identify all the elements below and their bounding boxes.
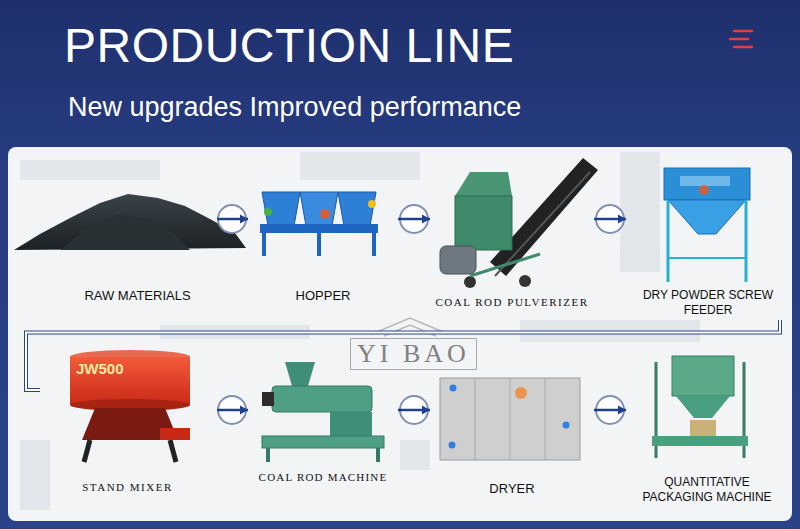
- process-step: QUANTITATIVE PACKAGING MACHINE: [628, 345, 786, 507]
- dryer-machine-part: [449, 442, 456, 449]
- arrow-head: [422, 215, 430, 224]
- screw-feeder-part: [745, 200, 748, 282]
- coal-rod-machine-part: [266, 448, 270, 462]
- faded-background-part: [20, 160, 160, 180]
- packaging-machine-part: [690, 420, 716, 436]
- step-label: COAL ROD PULVERIZER: [432, 294, 592, 312]
- arrow-head: [240, 215, 248, 224]
- menu-icon-part: [734, 30, 752, 33]
- menu-icon-part: [734, 46, 752, 49]
- process-step: STAND MIXER: [40, 345, 215, 497]
- coal-rod-machine-part: [285, 362, 315, 386]
- screw-feeder-part: [667, 200, 670, 282]
- step-label: HOPPER: [250, 286, 396, 306]
- coal-rod-machine: [262, 362, 384, 462]
- faded-background-part: [300, 152, 420, 180]
- process-step: DRY POWDER SCREW FEEDER: [628, 160, 788, 320]
- hopper-machine-part: [320, 209, 330, 219]
- process-step: DRYER: [432, 345, 592, 499]
- dryer-machine-part: [515, 387, 527, 399]
- watermark: YI BAO: [350, 338, 477, 370]
- dryer-machine-part: [450, 385, 457, 392]
- dryer-machine: [440, 378, 580, 460]
- pulverizer-machine-part: [519, 275, 531, 287]
- hopper-machine-part: [368, 200, 376, 208]
- coal-rod-machine-part: [376, 448, 380, 462]
- subtitle: New upgrades Improved performance: [68, 92, 521, 123]
- dryer-machine-part: [510, 378, 511, 460]
- coal-rod-machine-part: [330, 412, 372, 436]
- pulverizer-machine-part: [470, 254, 540, 276]
- process-step: RAW MATERIALS: [60, 160, 215, 306]
- menu-icon-part: [730, 38, 748, 41]
- dryer-machine-part: [545, 378, 546, 460]
- coal-rod-machine-part: [272, 386, 372, 412]
- hopper-machine-part: [372, 233, 376, 256]
- hopper-machine-part: [300, 192, 338, 226]
- white-panel: [8, 147, 792, 521]
- faded-background-part: [20, 440, 50, 510]
- page-title: PRODUCTION LINE: [64, 18, 514, 73]
- arrow-head: [240, 406, 248, 415]
- screw-feeder-part: [699, 185, 709, 195]
- step-label: QUANTITATIVE PACKAGING MACHINE: [628, 473, 786, 507]
- coal-pile: [14, 194, 246, 250]
- dryer-machine-part: [563, 422, 570, 429]
- coal-pile-part: [60, 214, 190, 250]
- menu-icon: [730, 31, 752, 47]
- process-step: COAL ROD MACHINE: [250, 345, 396, 487]
- coal-pile-part: [14, 194, 246, 250]
- hopper-machine-part: [264, 208, 272, 216]
- pulverizer-machine-part: [464, 276, 476, 288]
- hopper-machine-part: [338, 192, 376, 226]
- stand-mixer-part: [170, 440, 176, 462]
- faded-background-part: [400, 440, 430, 470]
- pulverizer-machine: [440, 158, 598, 288]
- model-mark: JW500: [76, 360, 124, 377]
- coal-rod-machine-part: [262, 436, 384, 448]
- screw-feeder-part: [668, 257, 746, 259]
- faded-background-part: [620, 152, 660, 272]
- arrow-head: [618, 215, 626, 224]
- arrow-circle: [218, 205, 624, 424]
- arrow-head: [618, 406, 626, 415]
- dryer-machine-part: [440, 378, 580, 460]
- screw-feeder-part: [664, 168, 750, 200]
- hopper-machine-part: [260, 224, 378, 233]
- pulverizer-machine-part: [440, 246, 476, 274]
- arrow-head: [422, 406, 430, 415]
- stand-mixer: [70, 350, 190, 462]
- step-label: DRYER: [432, 479, 592, 499]
- step-label: DRY POWDER SCREW FEEDER: [628, 286, 788, 320]
- hopper-machine-part: [262, 233, 266, 256]
- screw-feeder-part: [668, 200, 746, 234]
- step-label: STAND MIXER: [40, 479, 215, 497]
- stand-mixer-part: [84, 440, 90, 462]
- process-step: HOPPER: [250, 160, 396, 306]
- packaging-machine-part: [652, 436, 748, 446]
- packaging-machine: [652, 356, 748, 458]
- pulverizer-machine-part: [455, 196, 512, 250]
- screw-feeder-part: [680, 176, 730, 186]
- stand-mixer-part: [70, 357, 190, 405]
- packaging-machine-part: [676, 396, 730, 418]
- step-label: RAW MATERIALS: [60, 286, 215, 306]
- flow-connector: [26, 320, 780, 390]
- hopper-machine: [260, 192, 378, 256]
- hopper-machine-part: [317, 233, 321, 256]
- hopper-machine-part: [262, 192, 300, 226]
- packaging-machine-part: [672, 356, 734, 396]
- dryer-machine-part: [475, 378, 476, 460]
- coal-rod-machine-part: [262, 392, 274, 406]
- step-label: COAL ROD MACHINE: [250, 469, 396, 487]
- flow-connector-outline: [26, 320, 780, 390]
- screw-feeder: [664, 168, 750, 282]
- pulverizer-machine-part: [455, 172, 512, 196]
- process-step: COAL ROD PULVERIZER: [432, 160, 592, 312]
- stand-mixer-part: [160, 428, 190, 440]
